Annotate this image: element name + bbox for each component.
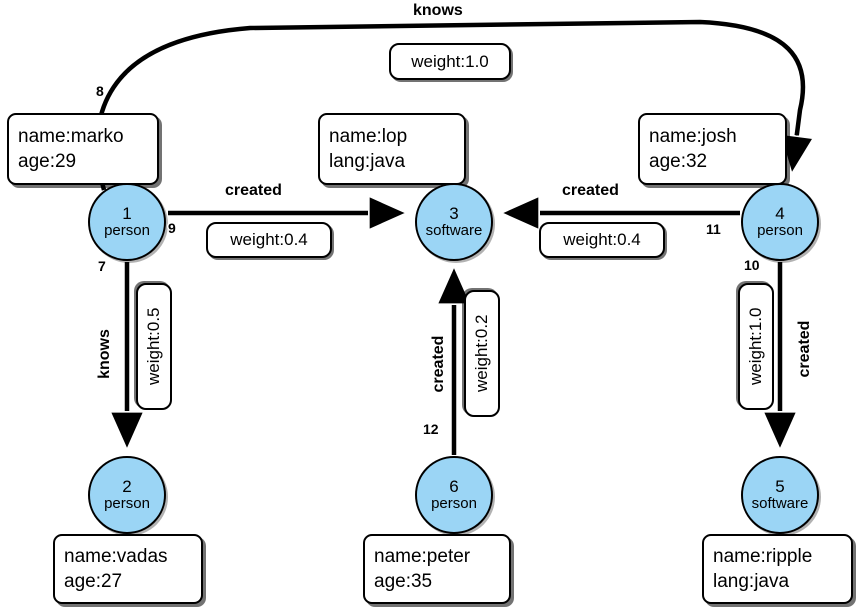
edge-label-created-left: created <box>225 182 282 199</box>
property-line: name:josh <box>649 125 737 147</box>
vertex-1-marko[interactable]: 1 person <box>88 183 166 261</box>
edge-id-11: 11 <box>706 221 721 237</box>
vertex-6-peter[interactable]: 6 person <box>415 456 493 534</box>
property-box-ripple: name:ripple lang:java <box>702 534 853 604</box>
vertex-label: software <box>425 222 483 240</box>
vertex-label: person <box>431 495 477 513</box>
vertex-id: 1 <box>122 204 132 224</box>
property-line: age:35 <box>374 571 433 592</box>
vertex-id: 3 <box>449 204 459 224</box>
property-line: name:peter <box>374 545 471 567</box>
vertex-label: person <box>104 222 150 240</box>
property-box-marko: name:marko age:29 <box>7 113 159 185</box>
property-line: name:ripple <box>713 545 813 567</box>
property-line: age:29 <box>18 151 77 172</box>
edge-label-created-right: created <box>562 182 619 199</box>
edge-label-knows-top: knows <box>413 2 463 19</box>
vertex-id: 4 <box>775 204 785 224</box>
property-line: name:vadas <box>64 545 168 567</box>
property-line: name:marko <box>18 125 124 147</box>
property-line: name:lop <box>329 125 408 147</box>
weight-box-edge-11: weight:0.4 <box>539 222 665 258</box>
weight-box-edge-9: weight:0.4 <box>206 222 332 258</box>
edge-id-10: 10 <box>744 257 760 273</box>
property-line: age:32 <box>649 151 708 172</box>
vertex-id: 6 <box>449 477 459 497</box>
edge-label-knows-left: knows <box>96 329 113 379</box>
weight-box-edge-7: weight:0.5 <box>136 283 172 410</box>
property-box-peter: name:peter age:35 <box>363 534 511 604</box>
edge-id-8: 8 <box>96 83 104 99</box>
edge-id-9: 9 <box>168 220 176 236</box>
property-line: lang:java <box>329 151 406 172</box>
edge-label-created-rightcol: created <box>796 320 813 378</box>
vertex-label: software <box>751 495 809 513</box>
vertex-id: 2 <box>122 477 132 497</box>
property-box-josh: name:josh age:32 <box>638 113 787 185</box>
vertex-label: person <box>104 495 150 513</box>
weight-box-edge-10: weight:1.0 <box>738 283 774 410</box>
property-box-vadas: name:vadas age:27 <box>53 534 203 604</box>
edge-id-12: 12 <box>423 421 439 437</box>
property-line: age:27 <box>64 571 123 592</box>
edge-id-7: 7 <box>98 258 106 274</box>
vertex-5-ripple[interactable]: 5 software <box>741 456 819 534</box>
property-box-lop: name:lop lang:java <box>318 113 466 185</box>
weight-box-edge-8: weight:1.0 <box>389 43 511 80</box>
vertex-label: person <box>757 222 803 240</box>
vertex-4-josh[interactable]: 4 person <box>741 183 819 261</box>
weight-box-edge-12: weight:0.2 <box>464 290 500 417</box>
property-line: lang:java <box>713 571 790 592</box>
vertex-2-vadas[interactable]: 2 person <box>88 456 166 534</box>
edge-label-created-center: created <box>430 335 447 393</box>
vertex-3-lop[interactable]: 3 software <box>415 183 493 261</box>
vertex-id: 5 <box>775 477 785 497</box>
